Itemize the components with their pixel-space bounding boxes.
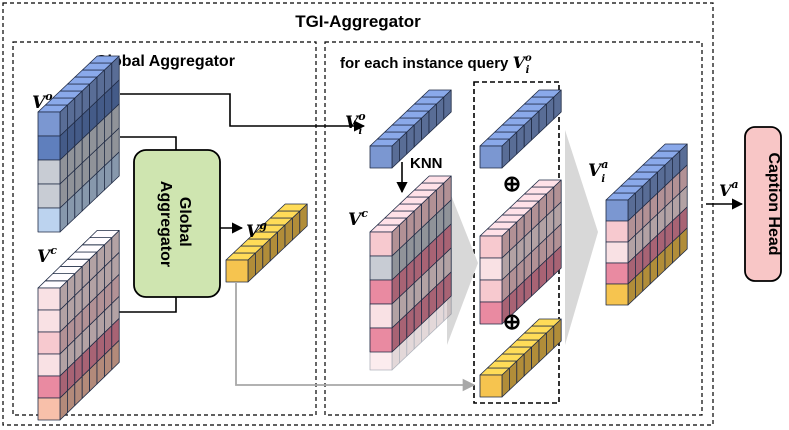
- tensor-front-cell: [369, 303, 393, 329]
- tensor-side-cell: [111, 339, 120, 371]
- tensor-top-cell: [89, 55, 120, 64]
- tensor-front-cell: [37, 331, 61, 355]
- tensor-front-cell: [479, 145, 503, 169]
- tensor-front-cell: [37, 207, 61, 233]
- tensor-front-cell: [479, 279, 503, 303]
- tensor-front-cell: [37, 183, 61, 209]
- vc-knn-tensor: [369, 175, 452, 353]
- plus-symbol-1: ⊕: [503, 171, 521, 196]
- diagram-title: TGI-Aggregator: [295, 12, 421, 31]
- tensor-side-cell: [111, 151, 120, 184]
- vg-label: Vg: [246, 219, 267, 242]
- tensor-front-cell: [225, 259, 249, 283]
- tensor-front-cell: [37, 375, 61, 399]
- tensor-side-cell: [679, 227, 688, 257]
- tensor-front-cell: [369, 327, 393, 353]
- caption-head-label: Caption Head: [765, 152, 782, 255]
- vc-label: Vc: [37, 244, 57, 267]
- tensor-front-cell: [369, 279, 393, 305]
- tensor-front-cell: [37, 397, 61, 421]
- tensor-side-cell: [553, 245, 562, 276]
- knn-results-frame: [473, 81, 560, 404]
- tensor-front-cell: [369, 231, 393, 257]
- vc-tensor: [37, 229, 120, 421]
- tensor-top-cell: [531, 179, 562, 188]
- vc-to-aggregator-bracket: [118, 297, 177, 313]
- vo-label: Vo: [32, 90, 53, 113]
- tensor-front-cell: [479, 374, 503, 398]
- instance-query-frame: [324, 41, 703, 416]
- tensor-top-cell: [531, 318, 562, 327]
- tensor-front-cell: [369, 255, 393, 281]
- vo-to-instance-arrow: [120, 93, 366, 132]
- tensor-top-cell: [421, 175, 452, 184]
- tensor-front-cell: [37, 159, 61, 185]
- tensor-front-cell: [605, 283, 629, 306]
- tensor-front-cell: [605, 220, 629, 243]
- tensor-front-cell: [369, 145, 393, 169]
- global-aggregator-label: Global Aggregator: [157, 181, 193, 267]
- tensor-top-cell: [89, 229, 120, 239]
- tensor-front-cell: [605, 262, 629, 285]
- tensor-top-cell: [277, 203, 308, 212]
- knn-global-vector: [479, 318, 562, 398]
- va-output-label: Va: [719, 178, 739, 200]
- tensor-front-cell: [37, 111, 61, 137]
- vai-tensor: [605, 143, 688, 306]
- tensor-front-cell: [479, 301, 503, 325]
- tensor-top-cell: [421, 89, 452, 98]
- tgi-aggregator-frame: [2, 2, 714, 426]
- knn-context-tensor: [479, 179, 562, 325]
- process-chevron-1: [447, 185, 478, 345]
- vc-knn-label: Vc: [348, 207, 368, 230]
- plus-symbol-2: ⊕: [503, 309, 521, 334]
- tensor-front-cell: [37, 309, 61, 333]
- global-aggregator-box: [133, 149, 221, 298]
- global-aggregator-frame: [12, 41, 317, 416]
- vo-tensor: [37, 55, 120, 233]
- process-chevron-2: [565, 130, 598, 345]
- tensor-front-cell: [37, 353, 61, 377]
- caption-head-box: [744, 126, 782, 282]
- voi-vector: [369, 89, 452, 169]
- tensor-front-cell: [37, 135, 61, 161]
- global-aggregator-title: Global Aggregator: [95, 53, 235, 70]
- tensor-side-cell: [443, 271, 452, 304]
- knn-object-vector: [479, 89, 562, 169]
- knn-label: KNN: [410, 155, 443, 172]
- tensor-top-cell: [531, 89, 562, 98]
- tensor-front-cell: [479, 235, 503, 259]
- tensor-front-cell: [605, 199, 629, 222]
- tensor-front-cell: [605, 241, 629, 264]
- vg-to-sum-arrow: [235, 283, 476, 392]
- tensor-top-cell: [657, 143, 688, 152]
- tensor-front-cell: [479, 257, 503, 281]
- vo-to-aggregator-bracket: [120, 136, 177, 150]
- tensor-front-cell: [37, 287, 61, 311]
- vg-vector: [225, 203, 308, 283]
